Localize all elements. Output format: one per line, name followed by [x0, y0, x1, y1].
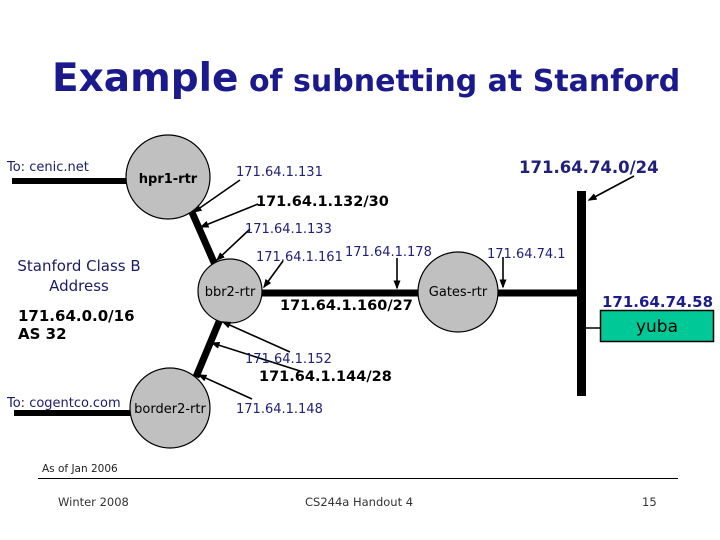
router-gates — [417, 251, 499, 333]
label-subnet-132-30: 171.64.1.132/30 — [256, 194, 389, 210]
arrow-subnet-74 — [587, 175, 635, 201]
arrow-ip-161 — [263, 260, 284, 289]
arrow-ip-133 — [215, 228, 251, 262]
label-router-gates: Gates-rtr — [429, 285, 488, 300]
slide-title: Example of subnetting at Stanford — [52, 56, 680, 101]
label-ip-131: 171.64.1.131 — [236, 165, 323, 180]
classb-asn: AS 32 — [18, 325, 67, 343]
label-router-hpr1: hpr1-rtr — [139, 172, 198, 187]
classb-prefix: 171.64.0.0/16 — [18, 307, 135, 325]
footer-course-term: Winter 2008 — [58, 495, 129, 509]
router-hpr1 — [125, 134, 211, 220]
label-router-bbr2: bbr2-rtr — [205, 285, 256, 300]
label-ip-178: 171.64.1.178 — [345, 245, 432, 260]
label-ip-74-58: 171.64.74.58 — [602, 293, 713, 311]
arrow-ip-131 — [192, 179, 241, 213]
label-subnet-160-27: 171.64.1.160/27 — [280, 298, 413, 314]
classb-title-line1: Stanford Class B — [17, 257, 140, 275]
router-border2 — [129, 367, 211, 449]
label-host-yuba: yuba — [636, 317, 678, 337]
arrow-subnet-144 — [210, 341, 301, 372]
footer-divider — [38, 478, 678, 479]
label-subnet-144-28: 171.64.1.144/28 — [259, 369, 392, 385]
host-yuba-box — [599, 309, 715, 343]
label-ip-133: 171.64.1.133 — [245, 222, 332, 237]
slide-title-word1: Example — [52, 56, 239, 101]
footer-handout-title: CS244a Handout 4 — [305, 495, 414, 509]
footer-page-number: 15 — [642, 495, 657, 509]
label-subnet-74-0-24: 171.64.74.0/24 — [519, 158, 659, 177]
slide-title-rest: of subnetting at Stanford — [238, 64, 681, 99]
footer-note: As of Jan 2006 — [42, 463, 118, 475]
label-ip-152: 171.64.1.152 — [245, 352, 332, 367]
label-ip-148: 171.64.1.148 — [236, 402, 323, 417]
link-bbr2-border2 — [192, 315, 225, 379]
label-ip-74-1: 171.64.74.1 — [487, 247, 566, 262]
classb-title-line2: Address — [49, 277, 109, 295]
arrow-ip-152 — [221, 321, 291, 353]
label-ip-161: 171.64.1.161 — [256, 250, 343, 265]
label-to-cenic: To: cenic.net — [6, 160, 89, 175]
link-hpr1-bbr2 — [187, 208, 220, 269]
arrow-ip-148 — [197, 374, 253, 400]
arrow-subnet-132 — [199, 203, 259, 228]
label-router-border2: border2-rtr — [134, 402, 206, 417]
label-to-cogent: To: cogentco.com — [6, 396, 121, 411]
